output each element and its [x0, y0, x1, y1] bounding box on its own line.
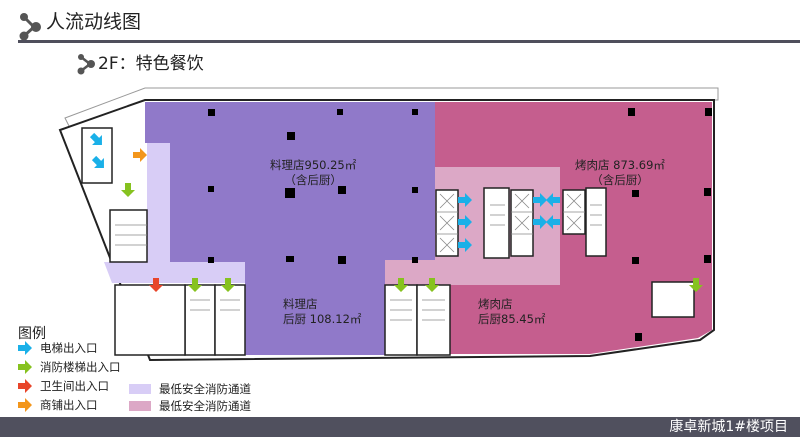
legend-swatch-pink: 最低安全消防通道	[129, 398, 251, 414]
yakiniku-name: 烤肉店 873.69㎡	[575, 158, 665, 172]
legend-label: 消防楼梯出入口	[40, 360, 121, 374]
arrow-right-icon	[18, 379, 32, 393]
legend-item-shop: 商铺出入口	[18, 397, 98, 413]
footer-bar	[0, 417, 800, 437]
arrow-right-icon	[18, 398, 32, 412]
legend-item-stairs: 消防楼梯出入口	[18, 359, 121, 375]
yakiniku-label: 烤肉店 873.69㎡ （含后厨）	[575, 158, 665, 188]
ryori-kitchen-name: 料理店	[283, 297, 318, 311]
yakiniku-kitchen-name: 烤肉店	[478, 297, 513, 311]
arrow-right-icon	[18, 360, 32, 374]
swatch	[129, 384, 151, 394]
ryori-label: 料理店950.25㎡ （含后厨）	[270, 158, 356, 188]
swatch	[129, 401, 151, 411]
legend-label: 卫生间出入口	[40, 379, 109, 393]
ryori-fire-corridor	[104, 143, 245, 283]
project-name: 康卓新城1#楼项目	[669, 419, 788, 435]
ryori-name: 料理店950.25㎡	[270, 158, 357, 172]
header-divider	[18, 40, 800, 43]
ryori-kitchen-area-text: 后厨 108.12㎡	[283, 312, 362, 326]
ryori-kitchen-area	[245, 285, 385, 355]
page-title: 人流动线图	[46, 11, 142, 33]
subtitle-nodes-icon	[77, 54, 95, 75]
yakiniku-kitchen-area-text: 后厨85.45㎡	[478, 312, 546, 326]
legend-label: 最低安全消防通道	[159, 399, 251, 413]
legend-item-elevator: 电梯出入口	[18, 340, 98, 356]
legend-title: 图例	[18, 326, 46, 342]
legend-label: 商铺出入口	[40, 398, 98, 412]
arrow-right-icon	[18, 341, 32, 355]
legend-item-restroom: 卫生间出入口	[18, 378, 109, 394]
legend-swatch-lavender: 最低安全消防通道	[129, 381, 251, 397]
yakiniku-kitchen-label: 烤肉店 后厨85.45㎡	[478, 297, 545, 327]
legend-label: 电梯出入口	[40, 341, 98, 355]
ryori-kitchen-label: 料理店 后厨 108.12㎡	[283, 297, 361, 327]
legend-label: 最低安全消防通道	[159, 382, 251, 396]
logo-nodes-icon	[19, 13, 41, 40]
yakiniku-note: （含后厨）	[591, 173, 649, 187]
yakiniku-kitchen-area	[450, 285, 560, 354]
ryori-note: （含后厨）	[284, 173, 342, 187]
floor-subtitle: 2F：特色餐饮	[98, 54, 204, 74]
